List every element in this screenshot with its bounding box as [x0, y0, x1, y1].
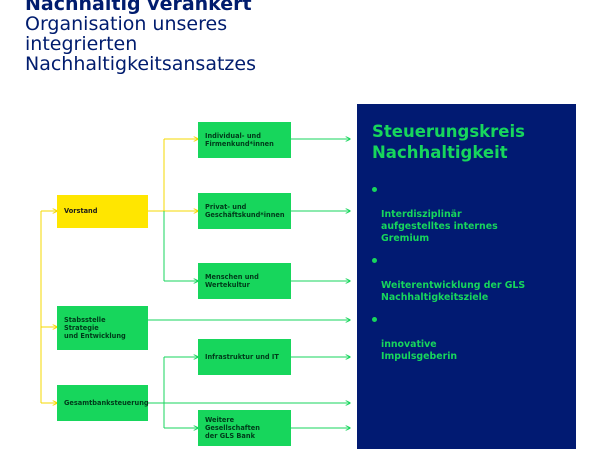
steering-point: Weiterentwicklung der GLS Nachhaltigkeit… [372, 255, 561, 304]
steering-point: innovative Impulsgeberin [372, 314, 561, 363]
steering-panel: Steuerungskreis Nachhaltigkeit Interdisz… [357, 104, 576, 449]
box-gesamtbanksteuerung: Gesamtbanksteuerung [57, 385, 149, 421]
steering-point-text: innovative Impulsgeberin [381, 338, 458, 362]
box-menschen-wertekultur: Menschen und Wertekultur [198, 263, 291, 299]
title-line: Nachhaltig verankert [25, 0, 252, 15]
bullet-icon [372, 258, 377, 264]
box-label: Vorstand [64, 207, 98, 216]
steering-point-text: Interdisziplinär aufgestelltes internes … [381, 208, 498, 245]
box-label: Menschen und Wertekultur [205, 272, 259, 289]
box-privat-geschaeftskunden: Privat- und Geschäftskund*innen [198, 193, 291, 229]
box-label: Stabsstelle Strategie und Entwicklung [64, 315, 126, 341]
steering-points: Interdisziplinär aufgestelltes internes … [372, 184, 561, 363]
page-title: Nachhaltig verankert Organisation unsere… [25, 0, 295, 75]
bullet-icon [372, 187, 377, 193]
box-individual-firmenkunden: Individual- und Firmenkund*innen [198, 122, 291, 158]
box-label: Weitere Gesellschaften der GLS Bank [205, 415, 260, 441]
box-label: Privat- und Geschäftskund*innen [205, 202, 285, 219]
box-label: Individual- und Firmenkund*innen [205, 131, 274, 148]
subtitle-line: Organisation unseres integrierten Nachha… [25, 13, 256, 76]
green-connectors [148, 139, 350, 428]
bullet-icon [372, 317, 377, 323]
box-weitere-gesellschaften: Weitere Gesellschaften der GLS Bank [198, 410, 291, 446]
steering-point-text: Weiterentwicklung der GLS Nachhaltigkeit… [381, 279, 526, 303]
box-label: Gesamtbanksteuerung [64, 398, 149, 407]
box-infrastruktur-it: Infrastruktur und IT [198, 339, 291, 375]
box-label: Infrastruktur und IT [205, 352, 279, 361]
box-vorstand: Vorstand [57, 195, 148, 228]
box-stabsstelle: Stabsstelle Strategie und Entwicklung [57, 306, 148, 350]
steering-title: Steuerungskreis Nachhaltigkeit [372, 122, 525, 163]
yellow-connectors [40, 139, 198, 403]
steering-point: Interdisziplinär aufgestelltes internes … [372, 184, 561, 245]
